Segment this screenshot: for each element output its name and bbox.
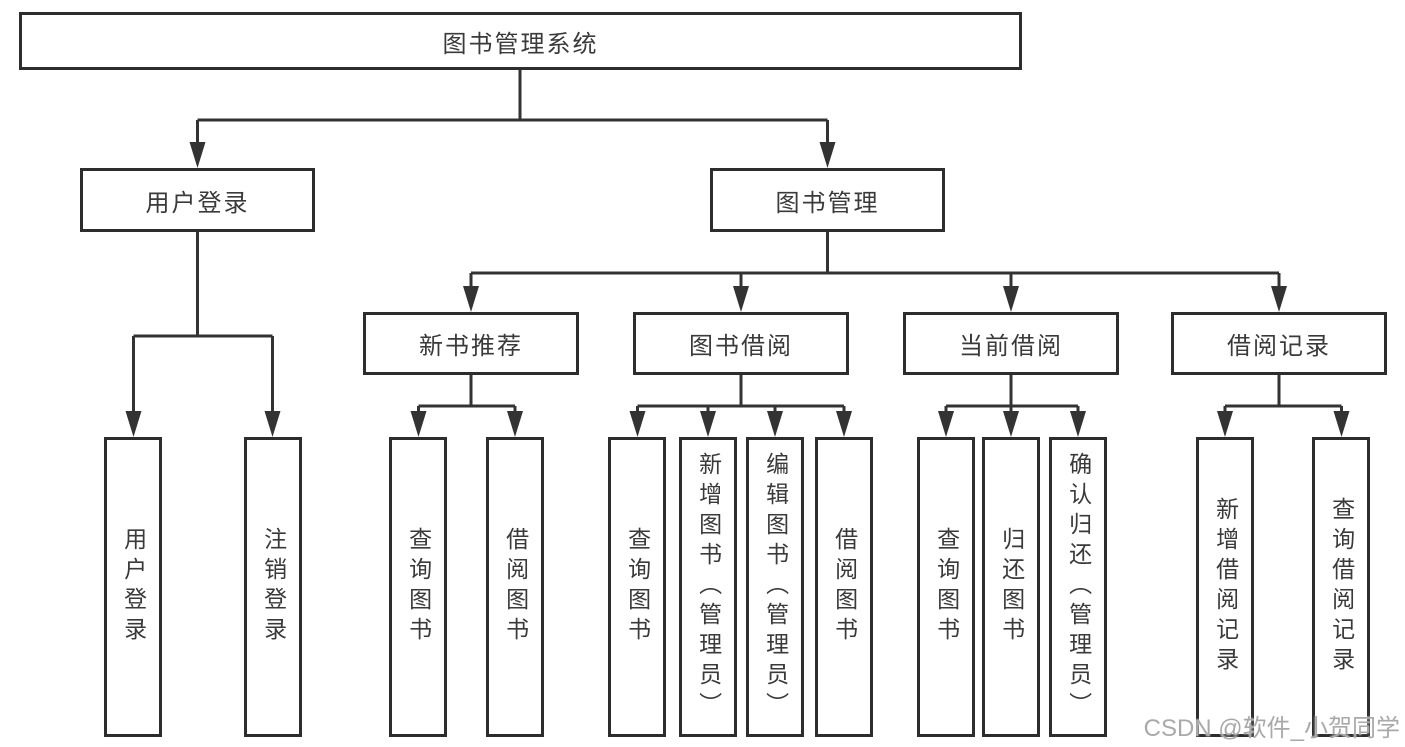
leaf-user-login-label: 用户登录	[120, 527, 147, 647]
node-user-login-label: 用户登录	[145, 189, 250, 217]
leaf-borrow-books-recommend-label: 借阅图书	[502, 527, 529, 647]
node-book-management: 图书管理	[710, 168, 945, 232]
connector-current-to-leaves	[944, 375, 1080, 413]
node-root: 图书管理系统	[19, 12, 1022, 70]
leaf-return-book-label: 归还图书	[998, 527, 1025, 647]
leaf-query-books-recommend: 查询图书	[389, 437, 447, 737]
leaf-add-book-admin: 新增图书（管理员）	[679, 437, 737, 737]
arrowheads	[125, 142, 1350, 437]
leaf-query-books-current-label: 查询图书	[933, 527, 960, 647]
leaf-query-borrow-record: 查询借阅记录	[1312, 437, 1370, 737]
node-new-book-recommend-label: 新书推荐	[419, 333, 523, 360]
leaf-add-borrow-record-label: 新增借阅记录	[1212, 497, 1239, 677]
node-current-borrow-label: 当前借阅	[959, 333, 1063, 360]
leaf-query-books-borrow-label: 查询图书	[624, 527, 651, 647]
leaf-add-book-admin-label: 新增图书（管理员）	[695, 452, 722, 722]
leaf-edit-book-admin-label: 编辑图书（管理员）	[762, 452, 789, 722]
leaf-confirm-return-admin: 确认归还（管理员）	[1049, 437, 1107, 737]
connector-root-to-level2	[196, 70, 829, 144]
leaf-user-login: 用户登录	[104, 437, 162, 737]
node-book-borrow: 图书借阅	[633, 312, 849, 375]
leaf-logout: 注销登录	[244, 437, 302, 737]
node-new-book-recommend: 新书推荐	[363, 312, 579, 375]
leaf-return-book: 归还图书	[982, 437, 1040, 737]
leaf-query-books-current: 查询图书	[917, 437, 975, 737]
csdn-watermark: CSDN @软件_小贺同学	[1143, 715, 1400, 742]
leaf-query-borrow-record-label: 查询借阅记录	[1328, 497, 1355, 677]
leaf-borrow-books: 借阅图书	[815, 437, 873, 737]
node-borrow-records: 借阅记录	[1171, 312, 1387, 375]
node-borrow-records-label: 借阅记录	[1227, 333, 1331, 360]
connector-mgmt-to-level3	[469, 232, 1281, 288]
node-book-management-label: 图书管理	[775, 189, 880, 217]
leaf-borrow-books-label: 借阅图书	[831, 527, 858, 647]
node-user-login: 用户登录	[80, 168, 315, 232]
leaf-query-books-recommend-label: 查询图书	[405, 527, 432, 647]
leaf-borrow-books-recommend: 借阅图书	[486, 437, 544, 737]
connector-borrow-to-leaves	[636, 375, 846, 413]
connector-records-to-leaves	[1223, 375, 1343, 413]
node-book-borrow-label: 图书借阅	[689, 333, 793, 360]
leaf-add-borrow-record: 新增借阅记录	[1196, 437, 1254, 737]
node-current-borrow: 当前借阅	[903, 312, 1119, 375]
connector-login-to-leaves	[132, 232, 274, 413]
leaf-edit-book-admin: 编辑图书（管理员）	[746, 437, 804, 737]
node-root-label: 图书管理系统	[442, 30, 599, 58]
connector-recommend-to-leaves	[417, 375, 517, 413]
leaf-query-books-borrow: 查询图书	[608, 437, 666, 737]
leaf-confirm-return-admin-label: 确认归还（管理员）	[1065, 452, 1092, 722]
leaf-logout-label: 注销登录	[260, 527, 287, 647]
